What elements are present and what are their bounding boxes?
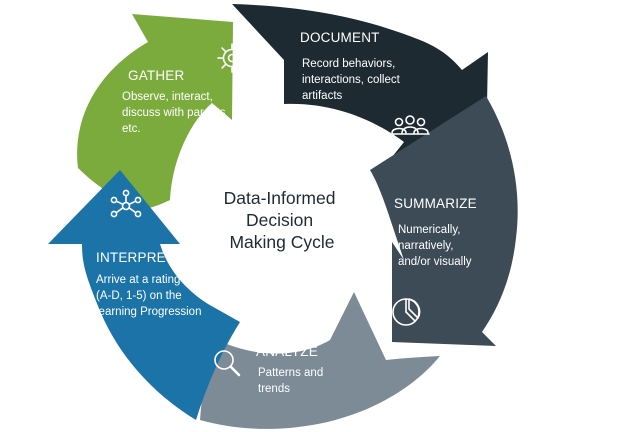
center-line-1: Data-Informed — [224, 188, 336, 208]
summarize-segment — [370, 96, 518, 346]
summarize-body-line-1: Numerically, — [398, 224, 460, 236]
interpret-body-line-2: (A-D, 1-5) on the — [96, 290, 182, 302]
document-body-line-1: Record behaviors, — [302, 58, 395, 70]
interpret-segment — [48, 170, 240, 420]
summarize-body-line-3: and/or visually — [398, 256, 472, 268]
people-icon — [390, 115, 430, 135]
summarize-title: SUMMARIZE — [394, 196, 477, 211]
summarize-body: Numerically, narratively, and/or visuall… — [398, 224, 472, 268]
analyze-body-line-1: Patterns and — [258, 367, 323, 379]
gather-body-line-1: Observe, interact, — [122, 91, 213, 103]
document-body-line-3: artifacts — [302, 90, 343, 102]
gather-body-line-3: etc. — [122, 123, 141, 135]
center-line-3: Making Cycle — [229, 232, 334, 252]
interpret-body: Arrive at a rating (A-D, 1-5) on the lea… — [96, 274, 201, 318]
gather-title: GATHER — [128, 68, 185, 83]
document-body: Record behaviors, interactions, collect … — [302, 58, 403, 102]
center-line-2: Decision — [246, 210, 313, 230]
gather-body: Observe, interact, discuss with parents … — [122, 91, 229, 135]
document-title: DOCUMENT — [300, 30, 380, 45]
summarize-body-line-2: narratively, — [398, 240, 453, 252]
analyze-body: Patterns and trends — [258, 367, 326, 395]
analyze-segment — [200, 292, 440, 429]
gather-segment — [77, 14, 233, 210]
pie-chart-icon — [392, 298, 421, 326]
analyze-title: ANALYZE — [256, 344, 318, 359]
center-label: Data-Informed Decision Making Cycle — [224, 188, 341, 252]
interpret-body-line-1: Arrive at a rating — [96, 274, 180, 286]
gather-body-line-2: discuss with parents — [122, 107, 226, 119]
interpret-title: INTERPRET — [96, 250, 174, 265]
magnifier-icon — [214, 350, 241, 377]
center-circle — [182, 124, 374, 316]
interpret-body-line-3: learning Progression — [96, 306, 201, 318]
analyze-body-line-2: trends — [258, 383, 290, 395]
gear-icon — [217, 43, 247, 73]
document-body-line-2: interactions, collect — [302, 74, 401, 86]
network-icon — [110, 189, 142, 218]
